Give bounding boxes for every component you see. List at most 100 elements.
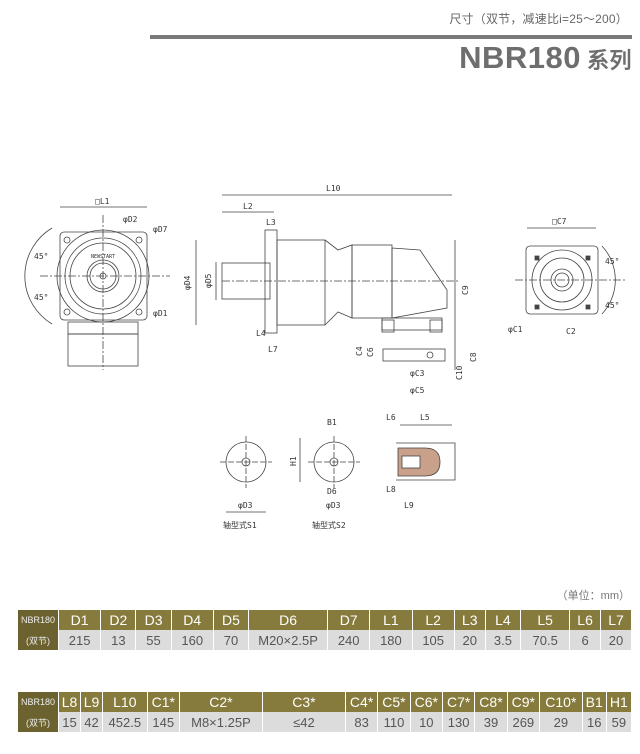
subtitle: 尺寸（双节，减速比i=25～200） [449,12,628,26]
header-bar [150,35,632,39]
value-cell: 70 [213,630,250,650]
technical-drawing: □L1 45° 45° φD2 φD7 φD1 NEWSTART L10 L2 … [24,184,625,530]
header-cell: L3 [454,610,486,630]
value-cell: 6 [569,630,602,650]
svg-text:轴型式S2: 轴型式S2 [312,520,346,530]
value-cell: 55 [135,630,172,650]
model-cell: NBR180 [18,610,59,630]
svg-text:□C7: □C7 [552,217,567,226]
svg-text:φD5: φD5 [204,273,213,288]
header-cell: L5 [520,610,571,630]
side-view: L10 L2 L3 φD4 φD5 C9 L4 L7 C4 C6 φC3 φC5… [183,184,478,395]
svg-text:L10: L10 [326,184,341,193]
svg-text:C8: C8 [469,352,478,362]
header-cell: C6* [410,692,443,712]
header-cell: L4 [485,610,522,630]
header-cell: C7* [442,692,476,712]
header-cell: D5 [213,610,250,630]
model-cell: (双节) [18,630,59,650]
svg-text:45°: 45° [605,257,619,266]
value-cell: 160 [171,630,214,650]
svg-text:L3: L3 [266,218,276,227]
svg-text:45°: 45° [34,252,48,261]
svg-text:C4: C4 [355,346,364,356]
svg-text:L6: L6 [386,413,396,422]
value-cell: 215 [58,630,102,650]
svg-text:C6: C6 [366,347,375,357]
svg-text:φC1: φC1 [508,325,523,334]
svg-text:φC5: φC5 [410,386,425,395]
value-cell: 145 [147,712,180,732]
svg-text:L5: L5 [420,413,430,422]
value-cell: 105 [412,630,455,650]
svg-text:NEWSTART: NEWSTART [91,254,115,260]
value-cell: 39 [474,712,508,732]
svg-text:φD1: φD1 [153,309,168,318]
value-cell: 83 [345,712,379,732]
header-cell: C1* [147,692,180,712]
flange-view: □C7 45° 45° φC1 C2 [508,217,625,336]
header-cell: L1 [369,610,413,630]
value-cell: 13 [100,630,137,650]
header-cell: L8 [58,692,82,712]
model-name: NBR180 [459,40,581,75]
header-cell: L6 [569,610,602,630]
header-cell: C5* [377,692,411,712]
front-view: □L1 45° 45° φD2 φD7 φD1 NEWSTART [24,197,170,370]
header-cell: L9 [80,692,104,712]
value-cell: M8×1.25P [179,712,263,732]
header-cell: L10 [102,692,148,712]
svg-text:L2: L2 [243,202,253,211]
value-cell: 59 [606,712,633,732]
header-cell: D4 [171,610,214,630]
svg-text:H1: H1 [289,456,298,466]
svg-text:φD7: φD7 [153,225,168,234]
svg-text:L8: L8 [386,485,396,494]
svg-text:L7: L7 [268,345,278,354]
value-cell: 110 [377,712,411,732]
svg-text:φC3: φC3 [410,369,425,378]
svg-text:L9: L9 [404,501,414,510]
unit-note: （单位：mm） [556,590,630,602]
shaft-s1-view: φD3 轴型式S1 [220,436,272,530]
spec-table-2: NBR180 L8 L9 L10 C1* C2* C3* C4* C5* C6*… [18,692,633,732]
model-cell: NBR180 [18,692,59,712]
header-cell: C10* [539,692,583,712]
value-cell: ≤42 [262,712,346,732]
header-cell: D1 [58,610,102,630]
value-cell: 240 [327,630,371,650]
value-cell: 70.5 [520,630,571,650]
svg-text:C10: C10 [455,365,464,380]
header-cell: H1 [606,692,633,712]
header-cell: B1 [582,692,607,712]
svg-text:L4: L4 [256,329,266,338]
header-cell: L7 [600,610,632,630]
svg-text:φD2: φD2 [123,215,138,224]
header-cell: D6 [248,610,329,630]
value-cell: 269 [507,712,541,732]
header-cell: C4* [345,692,379,712]
header-cell: C2* [179,692,263,712]
shaft-detail-view: L6 L5 L8 L9 [386,413,456,510]
header-cell: D2 [100,610,137,630]
value-cell: 16 [582,712,607,732]
svg-text:C2: C2 [566,327,576,336]
value-cell: 20 [454,630,486,650]
value-cell: 10 [410,712,443,732]
svg-text:45°: 45° [605,301,619,310]
shaft-s2-view: B1 H1 D6 φD3 轴型式S2 [289,418,360,530]
value-cell: 130 [442,712,476,732]
value-cell: 15 [58,712,82,732]
header-cell: D3 [135,610,172,630]
svg-text:D6: D6 [327,487,337,496]
spec-table-1: NBR180 D1 D2 D3 D4 D5 D6 D7 L1 L2 L3 L4 … [18,610,632,650]
value-cell: 29 [539,712,583,732]
header-cell: D7 [327,610,371,630]
label-L1: □L1 [95,197,110,206]
header-cell: C3* [262,692,346,712]
header-cell: L2 [412,610,455,630]
svg-text:φD3: φD3 [238,501,253,510]
series-suffix: 系列 [586,48,632,73]
svg-text:φD3: φD3 [326,501,341,510]
